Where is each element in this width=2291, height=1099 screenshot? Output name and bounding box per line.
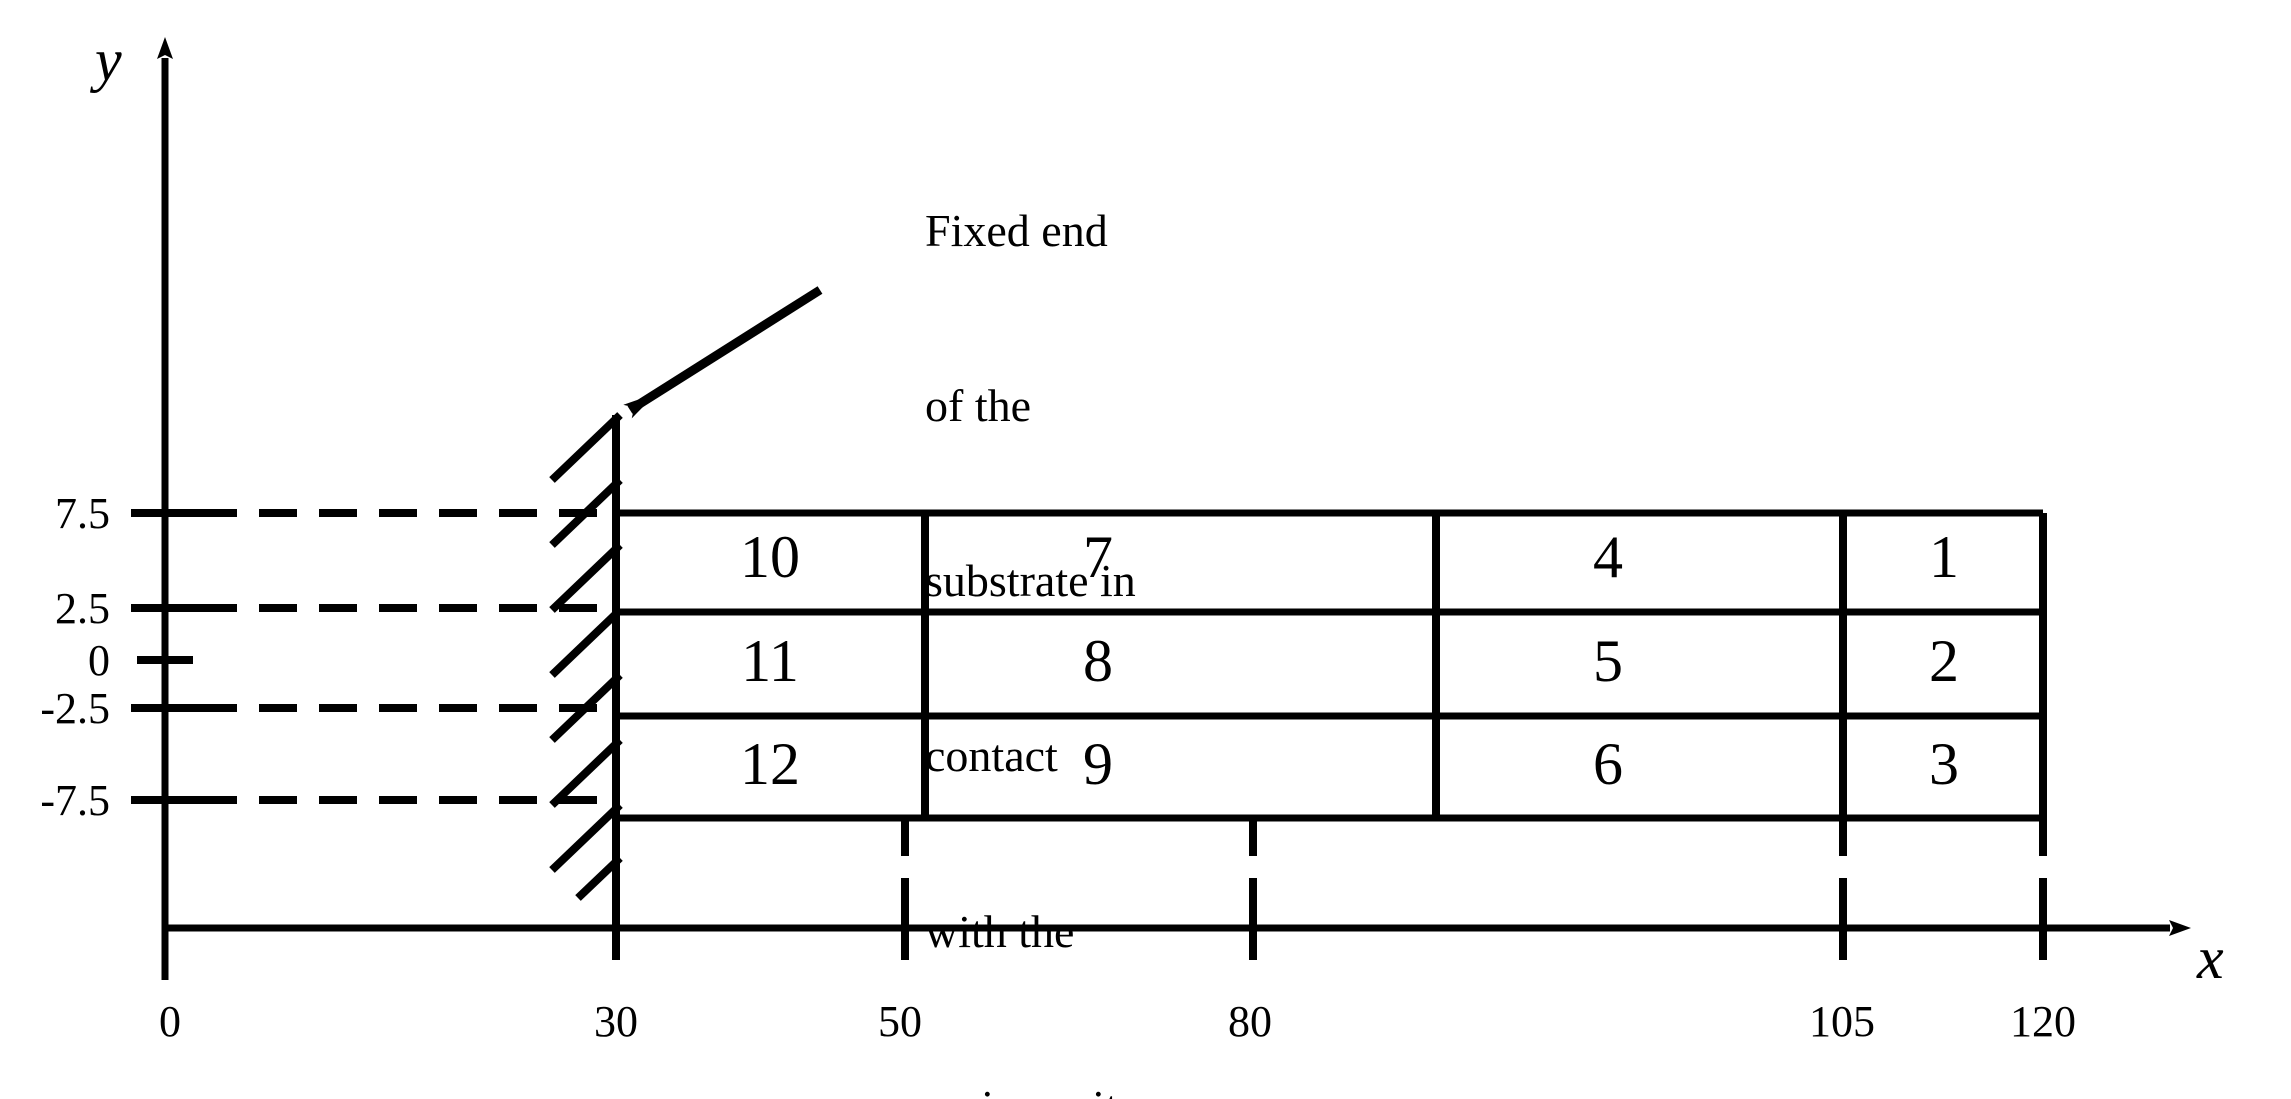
mesh-cell-11: 11 (741, 628, 799, 694)
mesh-cell-5: 5 (1593, 628, 1623, 694)
mesh-cell-7: 7 (1083, 524, 1113, 590)
mesh-cell-12: 12 (740, 731, 800, 797)
annotation-line-2: of the (925, 380, 1032, 432)
mesh-cell-1: 1 (1929, 524, 1959, 590)
y-tick-label-2.5: 2.5 (55, 584, 110, 633)
mesh-cell-6: 6 (1593, 731, 1623, 797)
mesh-cell-3: 3 (1929, 731, 1959, 797)
annotation-line-5: with the (925, 905, 1075, 957)
annotation-text-block: Fixed end of the substrate in contact wi… (925, 85, 1345, 1099)
y-tick-label-neg2.5: -2.5 (40, 684, 110, 733)
mesh-cell-10: 10 (740, 524, 800, 590)
x-tick-label-120: 120 (2010, 997, 2076, 1046)
x-tick-label-0: 0 (159, 997, 181, 1046)
fixed-support-hatching (549, 412, 623, 901)
y-projection-dashed-lines (199, 509, 616, 804)
mesh-cell-4: 4 (1593, 524, 1623, 590)
mesh-cell-2: 2 (1929, 628, 1959, 694)
annotation-line-3: substrate in (925, 555, 1136, 607)
y-tick-label-neg7.5: -7.5 (40, 776, 110, 825)
x-tick-label-80: 80 (1228, 997, 1272, 1046)
mesh-cell-8: 8 (1083, 628, 1113, 694)
y-tick-label-7.5: 7.5 (55, 489, 110, 538)
y-axis-label: y (95, 27, 122, 93)
annotation-line-1: Fixed end (925, 204, 1108, 256)
annotation-line-4: contact (925, 730, 1058, 782)
x-tick-label-50: 50 (878, 997, 922, 1046)
y-tick-label-0: 0 (88, 636, 110, 685)
mesh-cell-9: 9 (1083, 731, 1113, 797)
annotation-leader-arrow (623, 286, 823, 419)
x-axis-label: x (2197, 925, 2224, 991)
annotation-line-6: main cavity (925, 1078, 1345, 1099)
x-projection-dashed-lines (901, 818, 2047, 898)
x-tick-marks (612, 898, 2047, 960)
x-tick-label-30: 30 (594, 997, 638, 1046)
x-tick-label-105: 105 (1809, 997, 1875, 1046)
y-tick-marks (131, 509, 199, 804)
